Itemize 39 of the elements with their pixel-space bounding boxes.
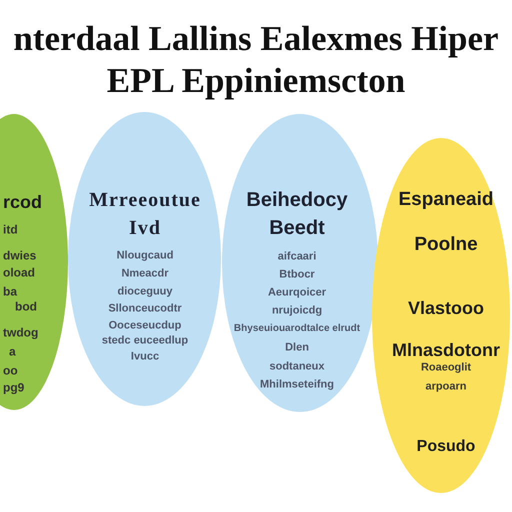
panel-text: oload — [3, 266, 35, 280]
panel-text: Mlnasdotonr — [392, 340, 500, 360]
oval-panel — [68, 112, 221, 406]
panel-heading: Mrreeoutue Ivd — [88, 188, 202, 241]
panel-text: Posudo — [416, 438, 476, 456]
panel-text: aifcaari — [278, 250, 316, 264]
panel-text: Vlastooo — [408, 298, 484, 318]
panel-text: sodtaneux — [270, 360, 324, 374]
panel-text: Nlougcaud — [116, 250, 174, 262]
panel-text: Mhilmseteifng — [260, 378, 334, 392]
panel-text: ba — [3, 286, 18, 298]
panel-text: twdog — [3, 326, 38, 340]
panel-text: oo — [3, 364, 18, 378]
panel-text: Nmeacdr — [121, 268, 169, 280]
title: nterdaal Lallins Ealexmes Hiper EPL Eppiniemscton — [12, 18, 500, 102]
panel-text: Dlen — [285, 342, 309, 354]
panel-text: Roaeoglit — [420, 362, 472, 374]
panel-heading: Beihedocy Beedt — [245, 188, 349, 241]
oval-panel — [0, 114, 68, 410]
panel-heading: rcod — [3, 192, 42, 212]
panel-text: Sllonceucodtr — [108, 302, 182, 316]
panel-text: dioceguuy — [118, 286, 172, 298]
oval-panel — [222, 114, 378, 412]
panel-text: arpoarn — [426, 380, 466, 394]
panel-text: Poolne — [414, 234, 478, 256]
panel-text: pg9 — [3, 382, 24, 394]
panel-text: bod — [15, 300, 37, 314]
panel-text: Ooceseucdup — [108, 320, 182, 332]
panel-text: Bhyseuiouarodtalce elrudt — [234, 323, 360, 335]
oval-panel — [372, 138, 510, 493]
panel-text: Ivucc — [130, 350, 160, 364]
panel-text: a — [9, 346, 16, 358]
panel-text: itd — [3, 224, 18, 236]
panel-text: Btbocr — [279, 268, 315, 282]
panel-heading: Espaneaid — [398, 189, 494, 211]
panel-text: Aeurqoicer — [268, 286, 326, 300]
panel-text: stedc euceedlup — [102, 334, 188, 348]
panel-text: dwies — [3, 250, 36, 262]
panel-text: nrujoicdg — [272, 304, 322, 318]
